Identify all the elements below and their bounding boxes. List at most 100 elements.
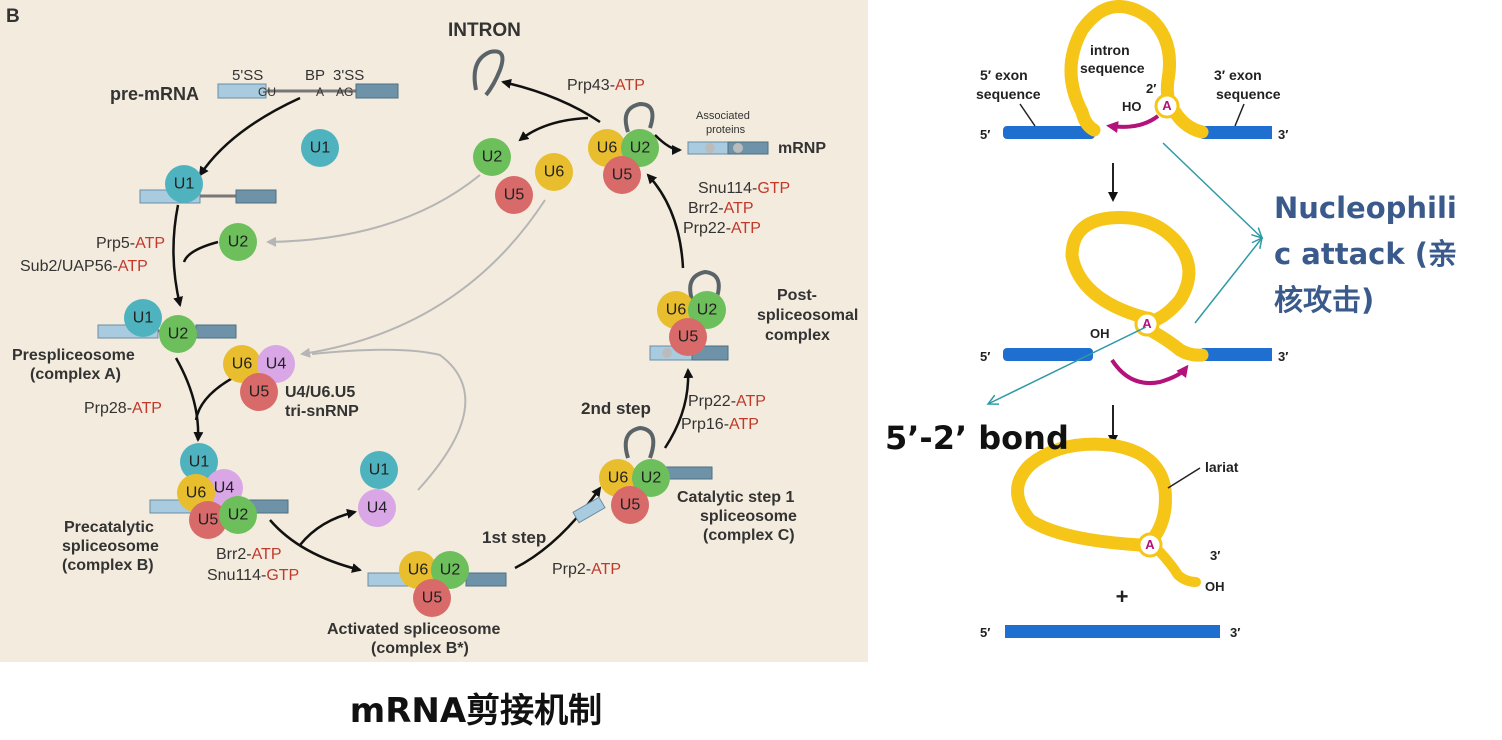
annotation-line-middle: [1194, 238, 1262, 324]
e-complex-exon2: [235, 189, 277, 204]
exon5-leader: [1019, 103, 1036, 127]
trisnrnp-label-line2: tri-snRNP: [285, 403, 359, 420]
mid-5prime-label: 5′: [980, 349, 990, 364]
complex-a-u2-label: U2: [168, 326, 189, 343]
top-ho-label: HO: [1122, 99, 1142, 114]
exon5-line1: 5′ exon: [980, 67, 1028, 83]
nucleophilic-line1: Nucleophili: [1274, 191, 1457, 225]
post-release-complex: U6 U2 U5: [588, 101, 659, 194]
top-exon5-bar: [1003, 126, 1095, 139]
mid-branch-a-label: A: [1142, 316, 1152, 331]
complex-c-u6-label: U6: [608, 470, 629, 487]
complex-b-u6-label: U6: [186, 485, 207, 502]
lariat-3prime-label: 3′: [1210, 548, 1220, 563]
ligated-exons-bar: [1005, 625, 1220, 638]
complex-bstar-exon2: [465, 572, 507, 587]
mid-intron-loop: [1065, 210, 1196, 329]
post-complex-intron-loop: [688, 269, 721, 301]
premrna-label: pre-mRNA: [110, 84, 199, 104]
complex-c-exon1: [572, 496, 606, 524]
factor-snu114-post: Snu114-GTP: [698, 180, 790, 197]
e-complex-u1-label: U1: [174, 176, 195, 193]
premrna-group: pre-mRNA 5'SS BP 3'SS GU A AG: [110, 67, 399, 104]
post-release-u2-label: U2: [630, 140, 651, 157]
factor-prp2: Prp2-ATP: [552, 561, 621, 578]
complex-bstar-u6-label: U6: [408, 562, 429, 579]
lariat-oh-label: OH: [1205, 579, 1225, 594]
bottom-3prime-label: 3′: [1230, 625, 1240, 640]
complex-bstar-u2-label: U2: [440, 562, 461, 579]
precatalytic-label-line3: (complex B): [62, 557, 154, 574]
complex-c-u2-label: U2: [641, 470, 662, 487]
activated-label-line1: Activated spliceosome: [327, 621, 501, 638]
released-u6-label: U6: [544, 164, 565, 181]
precatalytic-label-line2: spliceosome: [62, 538, 159, 555]
complex-c-intron-loop: [623, 425, 656, 459]
incoming-u2-label: U2: [228, 234, 249, 251]
arrow-mrnp-release: [654, 134, 682, 155]
released-u4-label: U4: [367, 500, 388, 517]
mrnp-protein-1: [705, 143, 715, 153]
trisnrnp-u6-circle: [223, 345, 261, 383]
mid-3prime-label: 3′: [1278, 349, 1288, 364]
intron-label: INTRON: [448, 20, 521, 41]
e-complex: U1: [139, 165, 277, 204]
figure-caption: mRNA剪接机制: [350, 691, 602, 731]
intron-seq-line1: intron: [1090, 42, 1130, 58]
intron-lariat-shape: [472, 49, 505, 97]
exon3-line1: 3′ exon: [1214, 67, 1262, 83]
complex-a: U1 U2: [97, 299, 237, 353]
post-complex-label-line2: spliceosomal: [757, 307, 858, 324]
post-release-intron-loop: [623, 101, 655, 133]
complex-b: U1 U4 U6 U5 U2: [149, 443, 289, 539]
trisnrnp-u6-label: U6: [232, 356, 253, 373]
complex-b-u1-circle: [180, 443, 218, 481]
arrow-intron-release: [501, 78, 601, 124]
top-branch-a-circle: [1154, 93, 1180, 119]
activated-label-line2: (complex B*): [371, 640, 469, 657]
first-step-label: 1st step: [482, 528, 546, 547]
lariat-loop: [1011, 437, 1172, 552]
complex-bstar-u5-label: U5: [422, 590, 443, 607]
incoming-u1-label: U1: [310, 140, 331, 157]
released-u1-circle: [360, 451, 398, 489]
post-release-u5-circle: [603, 156, 641, 194]
lariat-tail: [1155, 547, 1201, 587]
mid-attack-arrow: [1110, 358, 1189, 385]
splice-site-3-label: 3'SS: [333, 67, 364, 84]
right-top-diagram: A HO 2′ intron sequence 5′ exon sequence…: [976, 0, 1288, 142]
panel-letter: B: [6, 6, 20, 27]
factor-prp16: Prp16-ATP: [681, 416, 759, 433]
premrna-exon2: [355, 83, 399, 99]
lariat-branch-a-label: A: [1145, 537, 1155, 552]
bottom-5prime-label: 5′: [980, 625, 990, 640]
complex-a-u1-circle: [124, 299, 162, 337]
top-3prime-label: 3′: [1278, 127, 1288, 142]
arrow-u2-join: [182, 240, 219, 263]
annotation-line-top: [1162, 142, 1262, 238]
released-u6-circle: [535, 153, 573, 191]
complex-a-exon2: [195, 324, 237, 339]
complex-b-u4-label: U4: [214, 480, 235, 497]
incoming-u1-circle: [301, 129, 339, 167]
recycle-arrow-u2: [266, 174, 481, 247]
trisnrnp-u5-circle: [240, 373, 278, 411]
post-complex-u2-circle: [688, 291, 726, 329]
lariat-leader: [1167, 467, 1201, 489]
arrow-snrna-release: [518, 116, 589, 142]
catalytic-label-line3: (complex C): [703, 527, 795, 544]
post-release-u5-label: U5: [612, 167, 633, 184]
tri-snrnp: U6 U4 U5: [223, 345, 295, 411]
right-bottom-diagram: A lariat 3′ OH + 5′ 3′: [980, 437, 1240, 640]
complex-b-u2-circle: [219, 496, 257, 534]
top-attack-arrow: [1106, 114, 1160, 134]
top-branch-a-label: A: [1162, 98, 1172, 113]
post-complex-label-line3: complex: [765, 327, 830, 344]
arrow-u1-binding: [198, 96, 301, 177]
factor-prp5: Prp5-ATP: [96, 235, 165, 252]
right-middle-diagram: A OH 5′ 3′: [980, 210, 1288, 385]
arrow-to-complex-bstar: [269, 519, 362, 573]
post-complex-u2-label: U2: [697, 302, 718, 319]
intron-seq-line2: sequence: [1080, 60, 1145, 76]
branch-point-label: BP: [305, 67, 325, 84]
